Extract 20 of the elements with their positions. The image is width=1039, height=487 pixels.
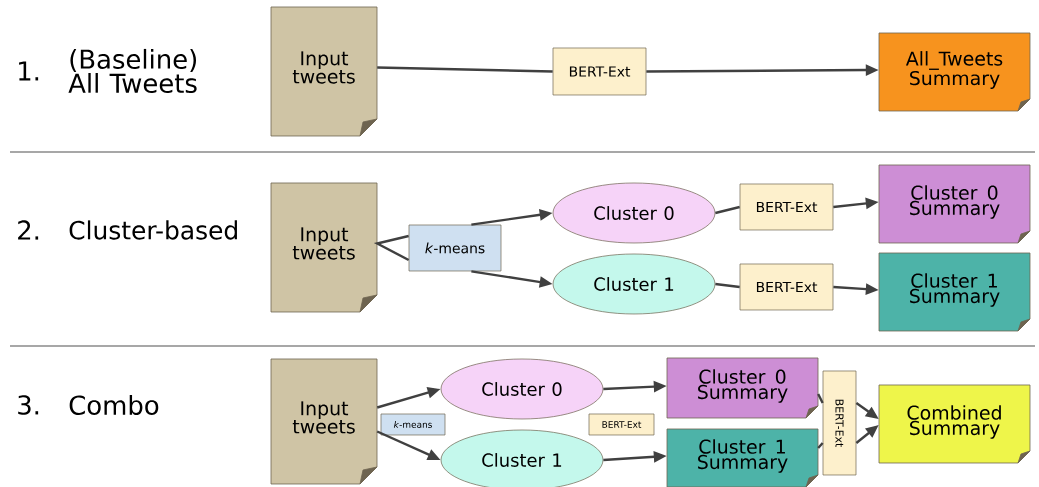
row-number: 1. (19, 61, 39, 81)
row-title: Cluster-based (69, 220, 237, 240)
arrow (373, 234, 410, 262)
row-title: (Baseline) All Tweets (68, 48, 197, 94)
summary-note: Cluster 1 Summary (666, 428, 819, 487)
summary-note: Cluster 0 Summary (666, 357, 819, 419)
process-box: k-means (380, 413, 446, 436)
process-box: BERT-Ext (822, 370, 857, 476)
process-box: BERT-Ext (739, 183, 834, 231)
summary-note: Cluster 0 Summary (878, 164, 1031, 244)
process-box: BERT-Ext (552, 47, 647, 96)
summary-note: Cluster 1 Summary (878, 252, 1031, 332)
summary-note: Combined Summary (878, 384, 1031, 464)
row-number: 3. (18, 395, 39, 415)
row-title: Combo (69, 394, 159, 415)
row-number: 2. (18, 220, 39, 240)
summary-note: All_Tweets Summary (878, 32, 1031, 112)
process-box: BERT-Ext (588, 413, 655, 436)
process-box: k-means (408, 224, 502, 272)
process-box: BERT-Ext (739, 263, 834, 311)
